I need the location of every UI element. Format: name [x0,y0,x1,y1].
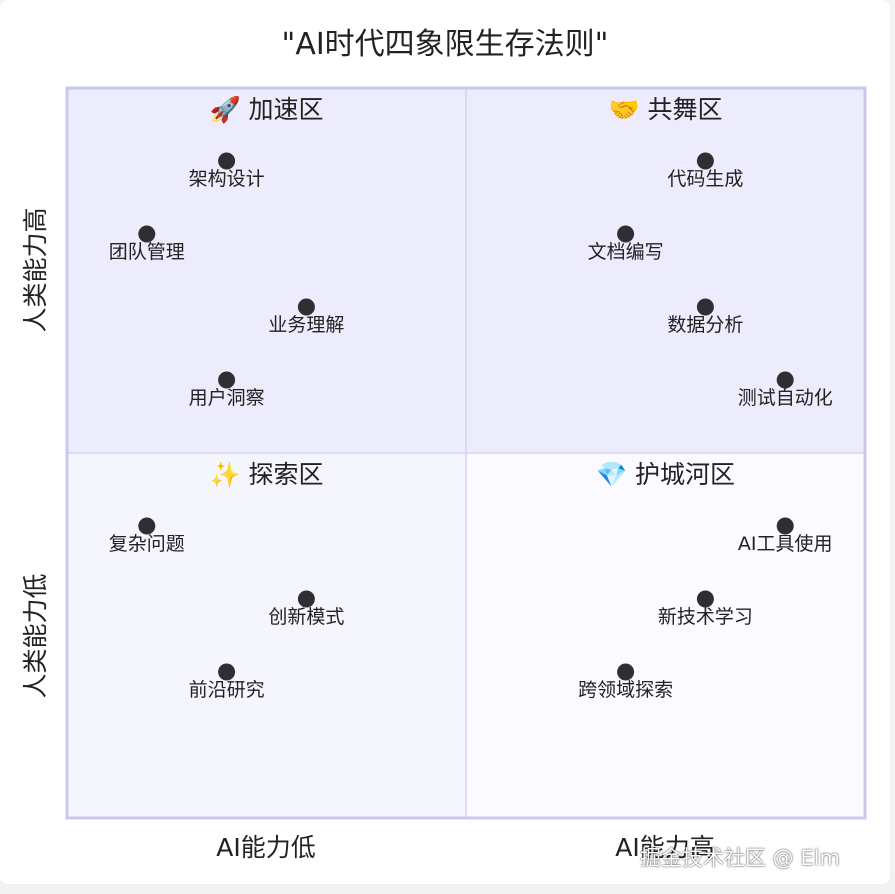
data-point-label: 测试自动化 [738,387,833,409]
y-axis-label-low: 人类能力低 [21,573,50,698]
data-point[interactable] [138,225,156,243]
x-axis-label-high: AI能力高 [615,833,714,862]
data-point-label: 前沿研究 [189,679,265,701]
quadrant-top-right [466,88,865,453]
quadrant-bottom-left [67,453,466,818]
gem-icon: 💎 [596,460,635,489]
quadrant-label-top-right: 🤝 共舞区 [608,95,722,124]
data-point-label: 业务理解 [268,314,344,336]
data-point[interactable] [776,371,794,389]
watermark: 掘金技术社区 @ Elm [640,846,840,870]
quadrant-label-bottom-right: 💎 护城河区 [596,460,735,489]
data-point-label: AI工具使用 [738,533,833,555]
quadrant-bottom-right [466,453,865,818]
data-point[interactable] [617,225,635,243]
data-point-label: 创新模式 [268,606,344,628]
data-point-label: 用户洞察 [189,387,265,409]
quadrant-label-text: 共舞区 [648,95,723,124]
quadrant-label-text: 护城河区 [635,460,735,489]
data-point-label: 新技术学习 [658,606,753,628]
data-point[interactable] [696,298,714,316]
quadrant-top-left [67,88,466,453]
quadrant-layer: 🚀 加速区 🤝 共舞区 ✨ 探索区 💎 护城河区 [65,86,867,820]
chart-title: "AI时代四象限生存法则" [282,27,609,62]
quadrant-label-top-left: 🚀 加速区 [209,95,323,124]
data-point[interactable] [297,590,315,608]
plot-border [65,86,867,820]
data-point[interactable] [297,298,315,316]
data-point[interactable] [218,371,236,389]
y-axis-label-high: 人类能力高 [21,207,50,332]
data-point-label: 跨领域探索 [578,679,673,701]
rocket-icon: 🚀 [209,95,248,124]
data-point-label: 架构设计 [189,168,265,190]
data-point-label: 代码生成 [667,168,743,190]
quadrant-label-text: 探索区 [249,460,324,489]
data-point[interactable] [776,517,794,535]
quadrant-label-text: 加速区 [249,95,324,124]
data-point[interactable] [696,152,714,170]
x-axis-label-low: AI能力低 [216,833,315,862]
data-point-label: 复杂问题 [109,533,185,555]
data-point-label: 数据分析 [667,314,743,336]
handshake-icon: 🤝 [608,95,647,124]
data-point-label: 团队管理 [109,241,185,263]
data-point[interactable] [218,663,236,681]
quadrant-label-bottom-left: ✨ 探索区 [209,460,323,489]
data-point[interactable] [138,517,156,535]
sparkles-icon: ✨ [209,460,248,489]
data-point[interactable] [696,590,714,608]
data-point[interactable] [617,663,635,681]
data-point[interactable] [218,152,236,170]
data-point-label: 文档编写 [588,241,664,263]
